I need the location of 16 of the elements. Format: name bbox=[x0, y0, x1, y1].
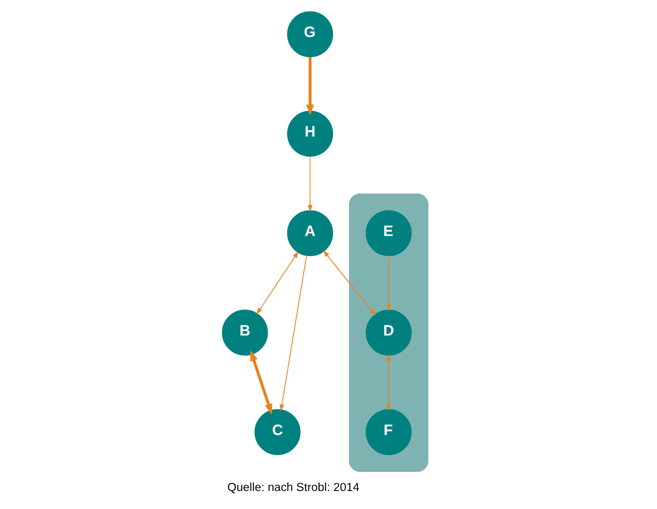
arrow bbox=[256, 251, 299, 315]
cluster bbox=[348, 193, 428, 472]
arrow bbox=[306, 57, 314, 116]
arrow bbox=[280, 255, 307, 412]
arrow bbox=[323, 250, 376, 316]
arrow bbox=[308, 156, 312, 212]
node-circle: C bbox=[254, 409, 300, 456]
node-circle: F bbox=[366, 409, 412, 456]
node-circle: B bbox=[222, 310, 268, 356]
arrow bbox=[386, 256, 392, 312]
node-circle: E bbox=[366, 210, 412, 256]
arrow bbox=[250, 350, 272, 415]
arrow bbox=[386, 354, 392, 411]
node-circle: G bbox=[287, 11, 334, 58]
node-circle: H bbox=[287, 110, 334, 157]
caption: Quelle: nach Strobl: 2014 bbox=[227, 480, 360, 494]
